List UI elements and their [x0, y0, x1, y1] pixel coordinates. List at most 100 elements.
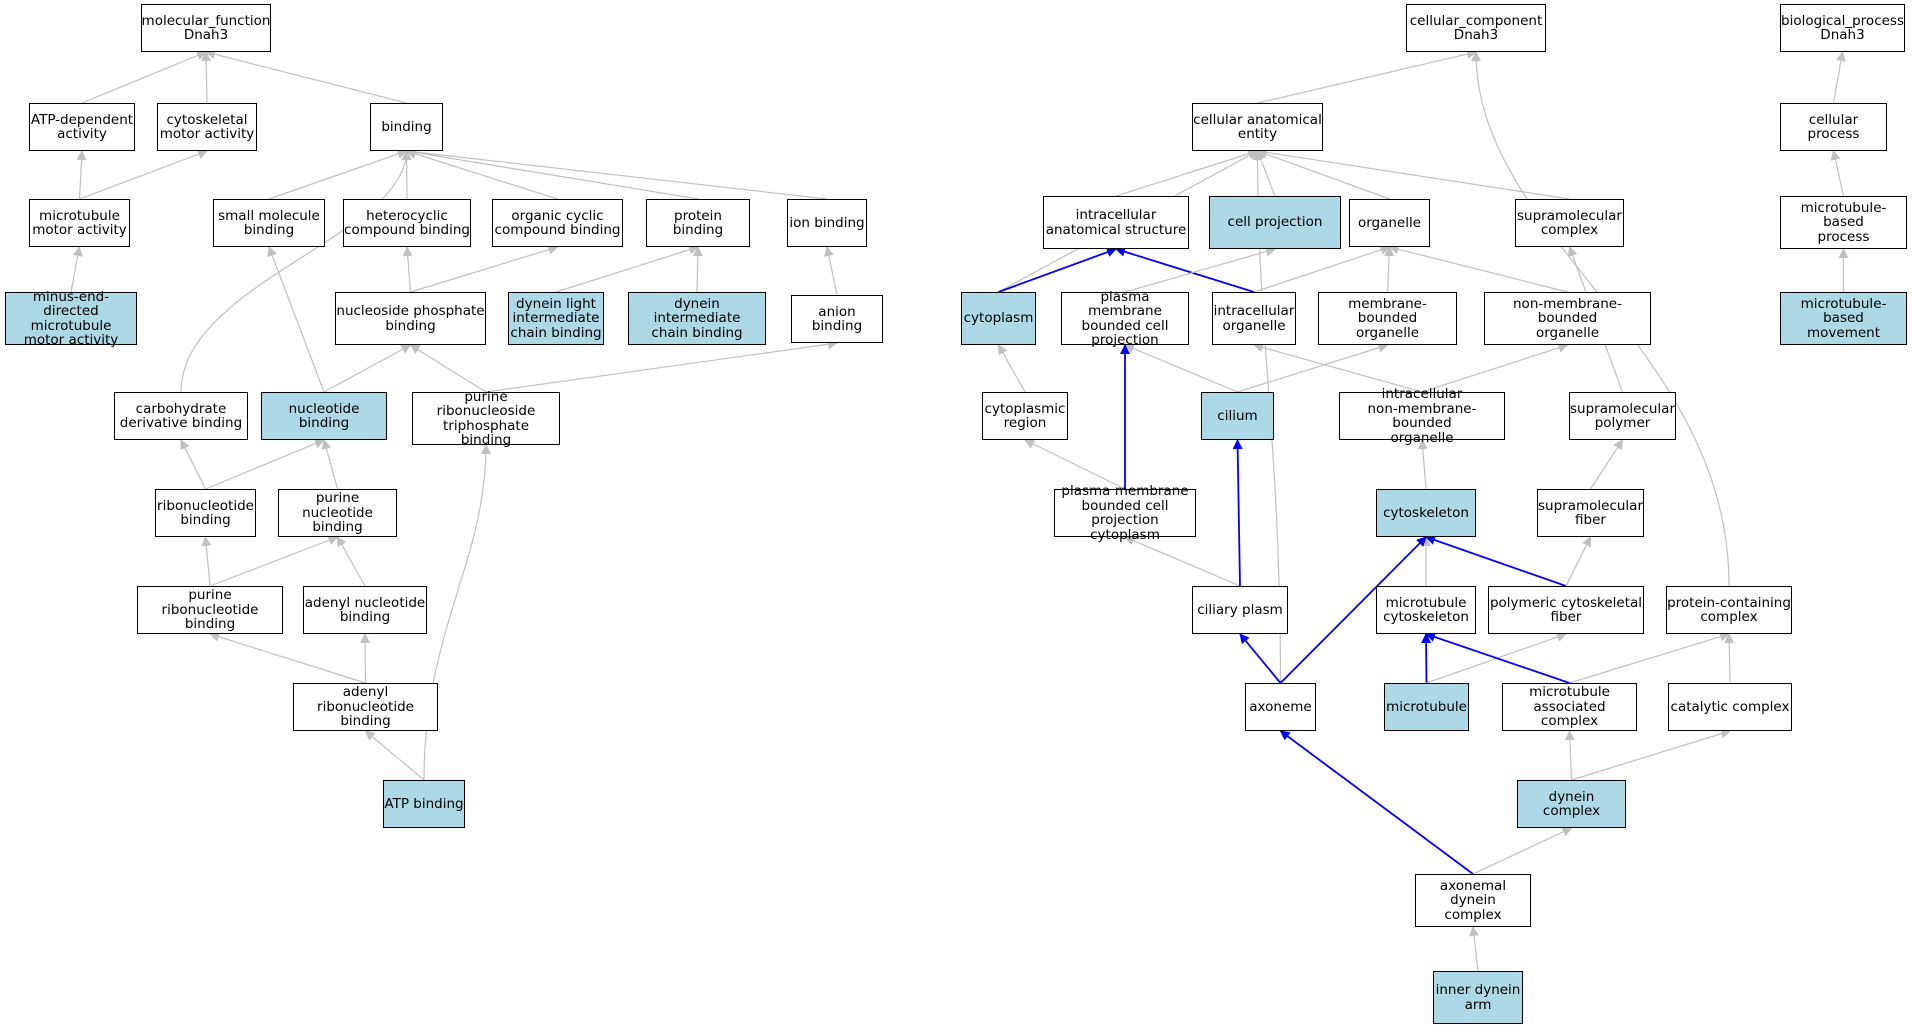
node-non-membrane-bounded-organelle[interactable]: non-membrane-bounded organelle — [1484, 292, 1651, 345]
node-cellular-component-root[interactable]: cellular_component Dnah3 — [1406, 4, 1546, 52]
edge-nucleotide-to-nucleoside_p — [323, 344, 412, 393]
node-membrane-bounded-organelle[interactable]: membrane-bounded organelle — [1318, 292, 1457, 345]
edge-dlic-to-protein_b — [555, 244, 699, 293]
edge-mt_assoc-to-mt_cytosk — [1425, 632, 1570, 684]
node-heterocyclic-compound-binding[interactable]: heterocyclic compound binding — [343, 199, 471, 247]
node-adenyl-ribonucleotide-binding[interactable]: adenyl ribonucleotide binding — [293, 683, 438, 731]
edge-prntp-to-nucleoside_p — [409, 344, 487, 393]
edge-ias-to-cae — [1115, 148, 1259, 197]
edge-adenyl_ribo-to-adenyl_nuc — [360, 633, 371, 684]
node-plasma-membrane-bounded-cell-projection[interactable]: plasma membrane bounded cell projection — [1061, 289, 1189, 347]
edge-cilium-to-mb_org — [1237, 342, 1389, 393]
node-cytoskeletal-motor-activity[interactable]: cytoskeletal motor activity — [157, 103, 257, 151]
edge-catalytic-to-prot_cx — [1724, 633, 1735, 684]
node-organic-cyclic-compound-binding[interactable]: organic cyclic compound binding — [492, 199, 623, 247]
node-microtubule[interactable]: microtubule — [1384, 683, 1469, 731]
node-purine-ribonucleoside-triphosphate-binding[interactable]: purine ribonucleoside triphosphate bindi… — [412, 389, 560, 447]
edge-cae-to-cc_root — [1257, 49, 1477, 104]
edge-atp_b-to-adenyl_ribo — [364, 730, 425, 781]
node-cellular-anatomical-entity[interactable]: cellular anatomical entity — [1192, 103, 1323, 151]
node-polymeric-cytoskeletal-fiber[interactable]: polymeric cytoskeletal fiber — [1488, 586, 1644, 634]
edge-mt_motor-to-cyto_motor — [79, 149, 208, 200]
node-cytoskeleton[interactable]: cytoskeleton — [1376, 489, 1476, 537]
node-microtubule-associated-complex[interactable]: microtubule associated complex — [1502, 683, 1637, 731]
node-protein-containing-complex[interactable]: protein-containing complex — [1666, 586, 1792, 634]
node-molecular-function-root[interactable]: molecular_function Dnah3 — [141, 4, 271, 52]
node-carbohydrate-derivative-binding[interactable]: carbohydrate derivative binding — [114, 392, 248, 440]
node-microtubule-based-movement[interactable]: microtubule-based movement — [1780, 292, 1907, 345]
node-supramolecular-complex[interactable]: supramolecular complex — [1515, 199, 1624, 247]
node-anion-binding[interactable]: anion binding — [791, 295, 883, 343]
edge-mb_org-to-organelle — [1384, 246, 1395, 293]
node-supramolecular-fiber[interactable]: supramolecular fiber — [1537, 489, 1644, 537]
node-catalytic-complex[interactable]: catalytic complex — [1668, 683, 1792, 731]
edge-nucleoside_p-to-heterocyclic — [402, 246, 413, 293]
edge-microtubule-to-mt_cytosk — [1421, 633, 1432, 684]
node-atp-dependent-activity[interactable]: ATP-dependent activity — [29, 103, 135, 151]
node-intracellular-non-membrane-bounded-organelle[interactable]: intracellular non-membrane-bounded organ… — [1339, 387, 1505, 445]
node-binding[interactable]: binding — [370, 103, 443, 151]
node-microtubule-motor-activity[interactable]: microtubule motor activity — [29, 199, 130, 247]
node-purine-nucleotide-binding[interactable]: purine nucleotide binding — [278, 489, 397, 537]
node-axoneme[interactable]: axoneme — [1245, 683, 1316, 731]
edge-ax_dynein-to-dynein_cx — [1472, 827, 1573, 875]
edge-ic_org-to-organelle — [1253, 245, 1391, 293]
node-microtubule-cytoskeleton[interactable]: microtubule cytoskeleton — [1376, 586, 1476, 634]
edge-supra_cx-to-cae — [1256, 147, 1570, 200]
edge-ribonuc-to-nucleotide — [205, 438, 325, 490]
edge-supra_fiber-to-supra_poly — [1589, 439, 1624, 490]
node-atp-binding[interactable]: ATP binding — [383, 780, 465, 828]
node-inner-dynein-arm[interactable]: inner dynein arm — [1433, 971, 1523, 1024]
edge-org_cyclic-to-binding — [405, 148, 558, 200]
node-biological-process-root[interactable]: biological_process Dnah3 — [1780, 4, 1905, 52]
node-ciliary-plasm[interactable]: ciliary plasm — [1192, 586, 1288, 634]
edge-mt_motor-to-atp_dep — [76, 150, 87, 200]
edge-dynein_cx-to-mt_assoc — [1564, 730, 1575, 781]
edge-anion_b-to-ion_b — [823, 246, 838, 296]
node-intracellular-organelle[interactable]: intracellular organelle — [1212, 292, 1296, 345]
edge-cilium-to-pmbcp — [1124, 343, 1238, 393]
node-nucleoside-phosphate-binding[interactable]: nucleoside phosphate binding — [335, 292, 486, 345]
edge-organelle-to-cae — [1256, 149, 1390, 200]
node-dynein-intermediate-chain-binding[interactable]: dynein intermediate chain binding — [628, 292, 766, 345]
edge-dic-to-protein_b — [692, 246, 703, 293]
edge-pmbcpc-to-cyto_region — [1024, 439, 1126, 490]
edge-cyto_region-to-cytoplasm — [997, 344, 1026, 393]
edge-ic_org-to-ias — [1115, 246, 1255, 293]
node-intracellular-anatomical-structure[interactable]: intracellular anatomical structure — [1043, 196, 1189, 249]
edge-axoneme-to-cytoskeleton — [1279, 536, 1427, 684]
edge-ciliary_plasm-to-pmbcpc — [1124, 535, 1241, 587]
node-ribonucleotide-binding[interactable]: ribonucleotide binding — [155, 489, 256, 537]
node-protein-binding[interactable]: protein binding — [646, 199, 750, 247]
node-microtubule-based-process[interactable]: microtubule-based process — [1780, 196, 1907, 249]
node-organelle[interactable]: organelle — [1349, 199, 1430, 247]
node-ion-binding[interactable]: ion binding — [787, 199, 867, 247]
edge-carb-to-binding — [180, 150, 412, 393]
edge-mt_proc-to-cell_proc — [1830, 150, 1845, 197]
node-dynein-complex[interactable]: dynein complex — [1517, 780, 1626, 828]
edge-ciliary_plasm-to-cilium — [1232, 439, 1243, 587]
edge-cytoplasm-to-ias — [998, 247, 1117, 293]
edge-axoneme-to-ciliary_plasm — [1239, 633, 1282, 684]
node-plasma-membrane-bounded-cell-projection-cytoplasm[interactable]: plasma membrane bounded cell projection … — [1054, 484, 1196, 542]
edge-cyto_motor-to-mf_root — [201, 51, 212, 104]
node-cellular-process[interactable]: cellular process — [1780, 103, 1887, 151]
node-cytoplasm[interactable]: cytoplasm — [961, 292, 1036, 345]
node-adenyl-nucleotide-binding[interactable]: adenyl nucleotide binding — [303, 586, 427, 634]
node-dynein-light-intermediate-chain-binding[interactable]: dynein light intermediate chain binding — [508, 292, 604, 345]
edge-purine_ribo-to-ribonuc — [201, 536, 212, 587]
edge-pmbcp-to-cell_proj — [1124, 246, 1276, 293]
node-cilium[interactable]: cilium — [1201, 392, 1274, 440]
node-supramolecular-polymer[interactable]: supramolecular polymer — [1569, 392, 1676, 440]
node-axonemal-dynein-complex[interactable]: axonemal dynein complex — [1415, 874, 1531, 927]
node-nucleotide-binding[interactable]: nucleotide binding — [261, 392, 387, 440]
node-small-molecule-binding[interactable]: small molecule binding — [213, 199, 325, 247]
edge-inner_arm-to-ax_dynein — [1469, 926, 1479, 972]
node-purine-ribonucleotide-binding[interactable]: purine ribonucleotide binding — [137, 586, 283, 634]
edge-adenyl_ribo-to-purine_ribo — [209, 631, 366, 684]
edge-protein_b-to-binding — [405, 147, 699, 200]
node-minus-end-directed-motor-activity[interactable]: minus-end-directed microtubule motor act… — [5, 289, 137, 347]
node-cell-projection[interactable]: cell projection — [1209, 196, 1341, 249]
node-cytoplasmic-region[interactable]: cytoplasmic region — [982, 392, 1068, 440]
